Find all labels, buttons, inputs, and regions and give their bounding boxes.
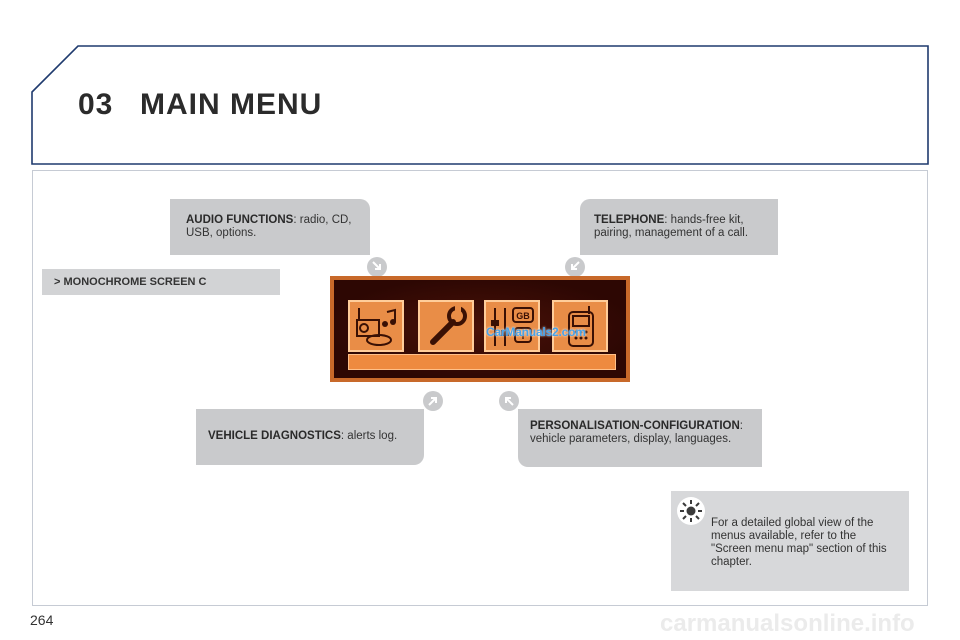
radio-music-icon [356, 308, 396, 346]
audio-functions-label: AUDIO FUNCTIONS [186, 214, 294, 226]
screen-watermark: CarManuals2.com [486, 325, 586, 339]
mobile-phone-icon [568, 306, 594, 347]
diagnostics-menu-tile [418, 300, 474, 352]
settings-menu-tile: GB I [484, 300, 540, 352]
header-panel [31, 45, 929, 165]
arrow-up-left-icon [499, 391, 519, 411]
page-title: MAIN MENU [140, 88, 323, 121]
arrow-down-left-icon [565, 257, 585, 277]
vehicle-diagnostics-callout: VEHICLE DIAGNOSTICS: alerts log. [196, 409, 424, 465]
arrow-down-right-icon [367, 257, 387, 277]
sliders-language-icon: GB I [491, 307, 534, 346]
vehicle-diagnostics-text: : alerts log. [340, 430, 398, 442]
page-number: 264 [30, 612, 54, 628]
monochrome-screen: GB I [330, 276, 630, 382]
telephone-callout: TELEPHONE: hands-free kit, pairing, mana… [580, 199, 778, 255]
language-badge-gb: GB [516, 311, 530, 321]
personalisation-text: : vehicle parameters, display, languages… [530, 420, 743, 445]
screen-display: GB I [334, 280, 626, 378]
screen-status-bar [348, 354, 616, 370]
language-badge-i: I [522, 331, 525, 341]
audio-functions-text: : radio, CD, USB, options. [186, 214, 352, 239]
personalisation-label: PERSONALISATION-CONFIGURATION [530, 420, 740, 432]
personalisation-callout: PERSONALISATION-CONFIGURATION: vehicle p… [518, 409, 762, 467]
arrow-up-right-icon [423, 391, 443, 411]
telephone-menu-tile [552, 300, 608, 352]
telephone-text: : hands-free kit, pairing, management of… [594, 214, 749, 239]
audio-functions-callout: AUDIO FUNCTIONS: radio, CD, USB, options… [170, 199, 370, 255]
screen-type-tag: > MONOCHROME SCREEN C [42, 269, 280, 295]
chapter-number: 03 [78, 88, 114, 121]
vehicle-diagnostics-label: VEHICLE DIAGNOSTICS [208, 430, 341, 442]
site-watermark: carmanualsonline.info [660, 610, 915, 637]
audio-menu-tile [348, 300, 404, 352]
wrench-icon [430, 306, 467, 345]
tip-box: For a detailed global view of the menus … [671, 491, 909, 591]
tip-text: For a detailed global view of the menus … [711, 517, 887, 568]
telephone-label: TELEPHONE [594, 214, 665, 226]
sun-tip-icon [677, 497, 705, 525]
content-frame [32, 170, 928, 606]
